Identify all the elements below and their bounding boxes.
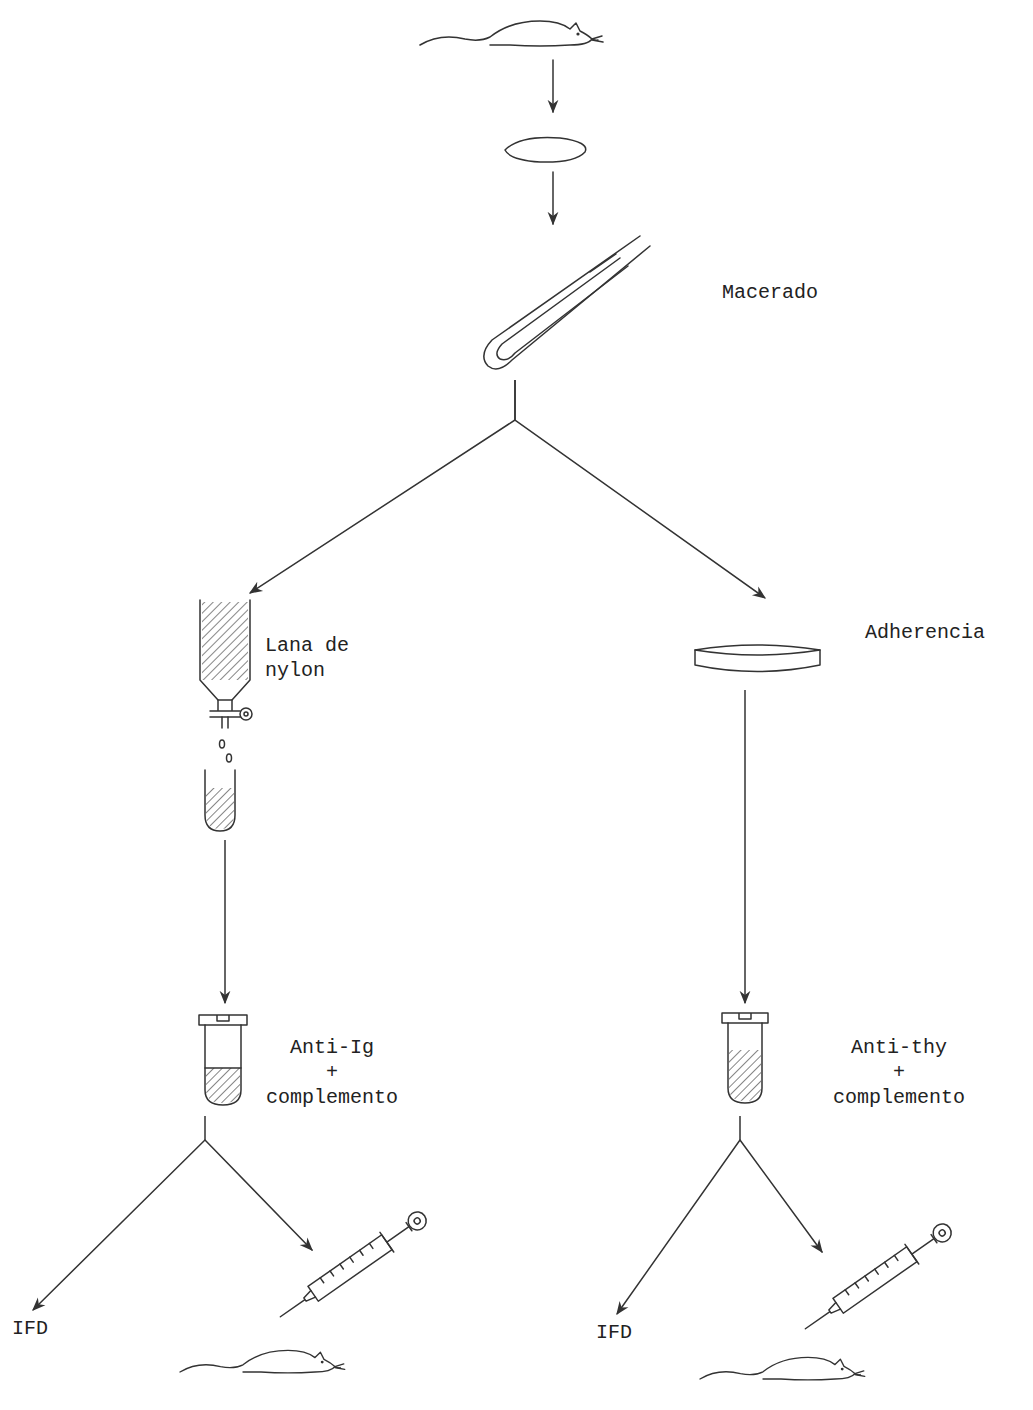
labelled-apparatus: IFD [592,1316,642,1352]
node-label: Lana de nylon [265,633,361,683]
flow-arrow [33,1116,205,1310]
labelled-apparatus: Lana de nylon [190,595,400,840]
arrow [205,1140,312,1250]
flow-arrow [250,380,515,593]
mouse [180,1350,345,1373]
arrow [552,172,554,224]
labelled-apparatus: Macerado [470,230,870,380]
node-label: Anti-Ig + complemento [263,1035,401,1110]
labelled-apparatus: IFD [8,1312,58,1348]
arrow [552,60,554,112]
flow-arrow [744,690,746,1003]
labelled-apparatus: Anti-Ig + complemento [195,1005,455,1116]
spleen [505,138,586,163]
node-label: IFD [596,1320,632,1345]
flow-arrow [515,380,765,598]
node-label: Macerado [722,280,818,305]
homogenizer [484,236,650,369]
node-label: Adherencia [865,620,985,645]
node-label: Anti-thy + complemento [830,1035,968,1110]
petri-dish [695,645,820,672]
nylon-column [200,600,252,762]
node-label: IFD [12,1316,48,1341]
mouse [700,1357,865,1380]
flow-arrow [224,840,226,1003]
labelled-apparatus: Anti-thy + complemento [720,1005,1020,1116]
test-tube [199,1015,247,1105]
labelled-apparatus: Adherencia [690,600,1010,690]
collection-tube [205,770,235,831]
syringe [273,1206,431,1327]
flow-arrow [617,1116,740,1314]
arrow [740,1140,822,1252]
syringe [798,1218,956,1339]
mouse [420,21,603,46]
test-tube [722,1013,768,1103]
